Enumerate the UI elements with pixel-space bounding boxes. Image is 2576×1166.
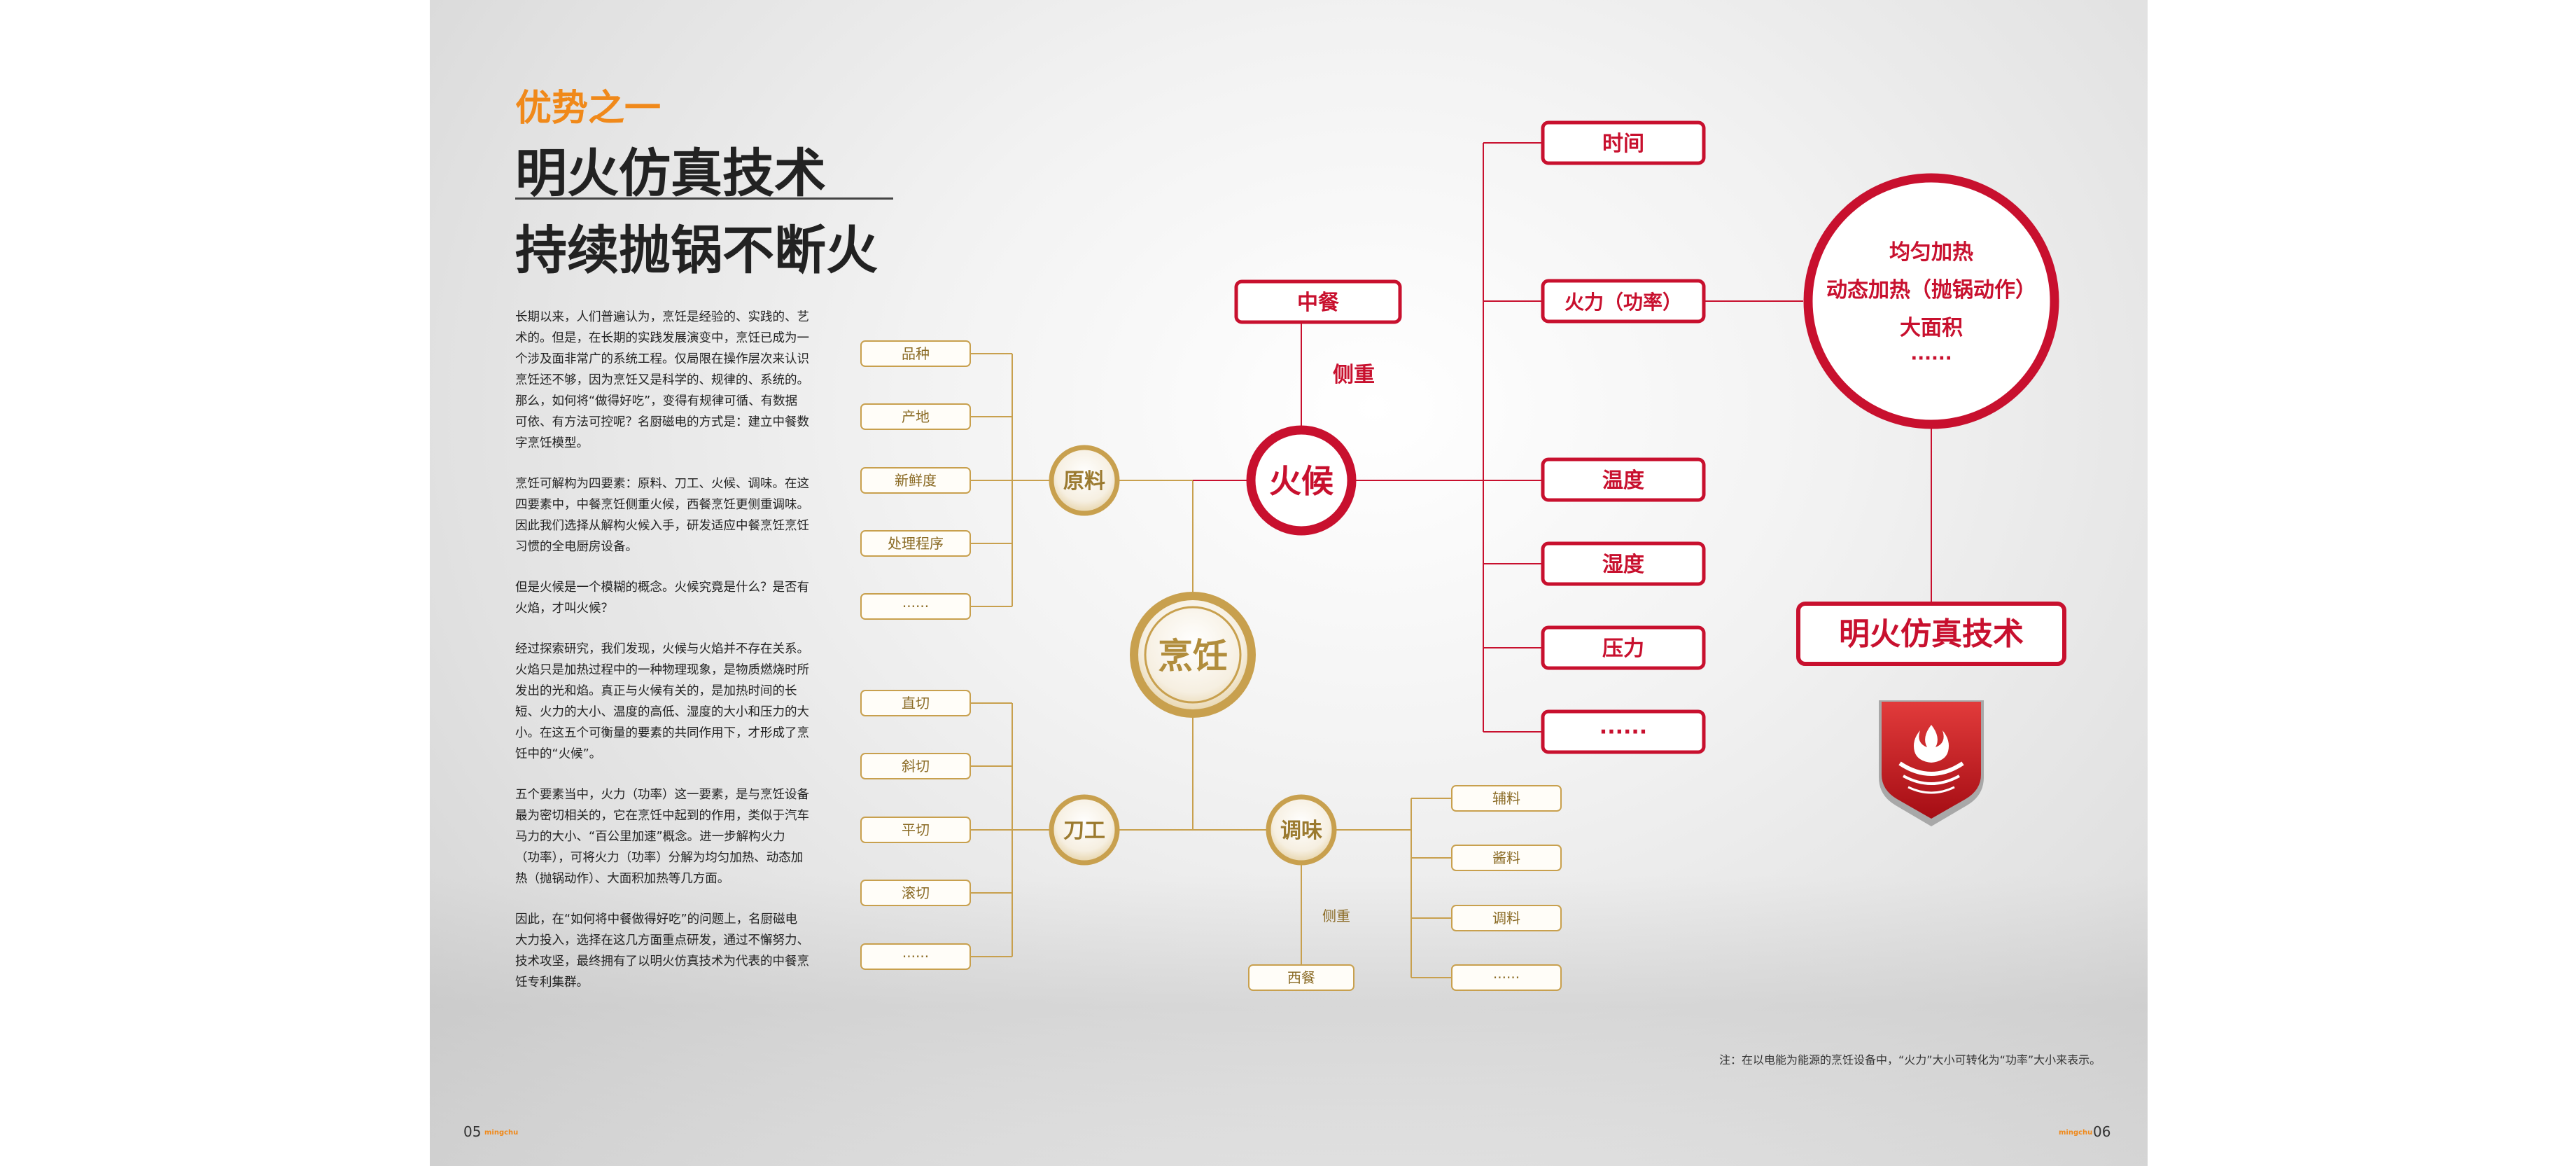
body-paragraph: 但是火候是一个模糊的概念。火候究竟是什么？是否有火焰，才叫火候？ bbox=[515, 581, 809, 616]
dynamic-heating: 动态加热（抛锅动作） bbox=[1826, 278, 2036, 303]
ingredient-freshness: 新鲜度 bbox=[895, 472, 937, 489]
ingredient-box-processing bbox=[860, 530, 971, 557]
ingredient-variety: 品种 bbox=[902, 345, 930, 362]
factor-box-humidity bbox=[1541, 541, 1706, 586]
seasoning-label: 调味 bbox=[1280, 819, 1322, 843]
cooking-center-node bbox=[1130, 592, 1256, 718]
chinese-box bbox=[1234, 279, 1402, 324]
ingredient-box-freshness bbox=[860, 467, 971, 494]
ingredient-box-more bbox=[860, 593, 971, 620]
page-number-left: 05 bbox=[463, 1123, 482, 1140]
heat-factors: 时间 火力（功率） 温度 湿度 压力 ······ bbox=[1541, 120, 1706, 754]
chinese-emphasis-label: 侧重 bbox=[1333, 363, 1375, 387]
seasoning-condiment: 调料 bbox=[1492, 910, 1520, 926]
page-title-line1: 明火仿真技术 bbox=[515, 144, 826, 204]
factor-box-pressure bbox=[1541, 625, 1706, 670]
red-connectors bbox=[1193, 142, 1932, 733]
knife-box-flat bbox=[860, 817, 971, 843]
seasoning-sauce: 酱料 bbox=[1492, 849, 1520, 866]
large-area-heating: 大面积 bbox=[1900, 316, 1963, 340]
factor-power: 火力（功率） bbox=[1564, 291, 1682, 314]
ingredient-box-origin bbox=[860, 403, 971, 430]
seasoning-more: ······ bbox=[1493, 969, 1520, 986]
knife-box-oblique bbox=[860, 753, 971, 779]
knife-roll: 滚切 bbox=[902, 884, 930, 901]
factor-box-power bbox=[1541, 279, 1706, 324]
title-divider bbox=[515, 197, 893, 200]
knife-straight: 直切 bbox=[902, 695, 930, 712]
tech-label-box bbox=[1796, 602, 2066, 666]
knife-label: 刀工 bbox=[1063, 819, 1105, 843]
power-detail: 均匀加热 动态加热（抛锅动作） 大面积 ······ 明火仿真技术 bbox=[1796, 173, 2066, 666]
cooking-center-label: 烹饪 bbox=[1158, 636, 1228, 676]
ingredient-processing: 处理程序 bbox=[888, 535, 944, 552]
seasoning-auxiliary: 辅料 bbox=[1492, 790, 1520, 807]
seasoning-box-auxiliary bbox=[1451, 785, 1562, 812]
footnote: 注：在以电能为能源的烹饪设备中，“火力”大小可转化为“功率”大小来表示。 bbox=[1719, 1053, 2101, 1067]
knife-node bbox=[1049, 794, 1120, 866]
gold-nodes: 原料 刀工 调味 烹饪 bbox=[1049, 445, 1337, 866]
factor-temperature: 温度 bbox=[1602, 469, 1644, 493]
western-emphasis-label: 侧重 bbox=[1322, 908, 1350, 924]
seasoning-box-condiment bbox=[1451, 905, 1562, 931]
western-cuisine: 西餐 bbox=[1287, 969, 1315, 986]
ingredient-more: ······ bbox=[902, 598, 929, 615]
knife-box-roll bbox=[860, 880, 971, 906]
body-text: 长期以来，人们普遍认为，烹饪是经验的、实践的、艺术的。但是，在长期的实践发展演变… bbox=[515, 307, 809, 1013]
cooking-center-inner-ring bbox=[1144, 606, 1242, 704]
brand-mark-left: mingchu bbox=[484, 1129, 519, 1137]
heat-branch: 中餐 侧重 火候 bbox=[1234, 279, 1402, 536]
factor-more: ······ bbox=[1600, 720, 1647, 744]
ingredient-items: 品种 产地 新鲜度 处理程序 ······ bbox=[860, 340, 971, 620]
heat-node bbox=[1246, 425, 1357, 536]
heat-label: 火候 bbox=[1269, 462, 1334, 500]
brochure-spread: 优势之一 明火仿真技术 持续抛锅不断火 长期以来，人们普遍认为，烹饪是经验的、实… bbox=[430, 0, 2148, 1166]
knife-more: ······ bbox=[902, 948, 929, 965]
knife-flat: 平切 bbox=[902, 821, 930, 838]
page-number-right: 06 bbox=[2093, 1123, 2111, 1140]
seasoning-node bbox=[1266, 794, 1337, 866]
ingredients-label: 原料 bbox=[1063, 469, 1105, 494]
factor-time: 时间 bbox=[1602, 132, 1644, 156]
body-paragraph: 烹饪可解构为四要素：原料、刀工、火候、调味。在这四要素中，中餐烹饪侧重火候，西餐… bbox=[515, 477, 809, 554]
factor-box-more bbox=[1541, 709, 1706, 754]
ingredient-box-variety bbox=[860, 340, 971, 367]
cooking-mind-map: 品种 产地 新鲜度 处理程序 ······ 直切 斜切 平切 滚切 ······ bbox=[860, 120, 2066, 991]
ingredients-node bbox=[1049, 445, 1120, 516]
seasoning-box-sauce bbox=[1451, 845, 1562, 871]
seasoning-items: 辅料 酱料 调料 ······ 西餐 侧重 bbox=[1248, 785, 1562, 991]
factor-box-time bbox=[1541, 120, 1706, 165]
background-sheen bbox=[430, 875, 2148, 1166]
brand-mark-right: mingchu bbox=[2059, 1129, 2093, 1137]
factor-pressure: 压力 bbox=[1602, 637, 1644, 661]
knife-box-straight bbox=[860, 690, 971, 716]
body-paragraph: 五个要素当中，火力（功率）这一要素，是与烹饪设备最为密切相关的，它在烹饪中起到的… bbox=[515, 788, 809, 886]
tech-label: 明火仿真技术 bbox=[1839, 616, 2024, 652]
factor-box-temperature bbox=[1541, 457, 1706, 502]
western-box bbox=[1248, 964, 1354, 991]
body-paragraph: 经过探索研究，我们发现，火候与火焰并不存在关系。火焰只是加热过程中的一种物理现象… bbox=[515, 642, 809, 761]
body-paragraph: 长期以来，人们普遍认为，烹饪是经验的、实践的、艺术的。但是，在长期的实践发展演变… bbox=[515, 310, 809, 450]
knife-box-more bbox=[860, 943, 971, 970]
knife-oblique: 斜切 bbox=[902, 758, 930, 775]
uniform-heating: 均匀加热 bbox=[1889, 240, 1973, 265]
power-breakdown-circle bbox=[1803, 173, 2059, 429]
body-paragraph: 因此，在“如何将中餐做得好吃”的问题上，名厨磁电大力投入，选择在这几方面重点研发… bbox=[515, 912, 809, 990]
seasoning-box-more bbox=[1451, 964, 1562, 991]
knife-items: 直切 斜切 平切 滚切 ······ bbox=[860, 690, 971, 970]
flame-badge-icon bbox=[1879, 700, 1984, 826]
section-kicker: 优势之一 bbox=[515, 88, 662, 130]
chinese-cuisine: 中餐 bbox=[1297, 291, 1340, 315]
factor-humidity: 湿度 bbox=[1602, 553, 1644, 577]
page-title-line2: 持续抛锅不断火 bbox=[515, 221, 878, 281]
power-more: ······ bbox=[1910, 348, 1952, 369]
ingredient-origin: 产地 bbox=[902, 408, 930, 425]
